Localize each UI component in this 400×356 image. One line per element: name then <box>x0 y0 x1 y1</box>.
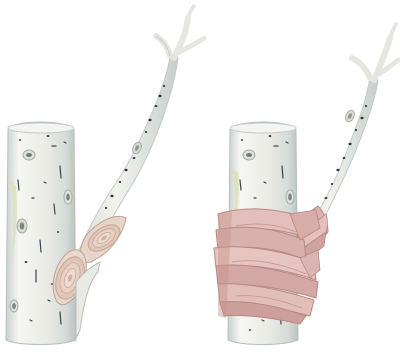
panel-after <box>214 24 398 345</box>
trunk-before <box>6 122 76 345</box>
branch-broken <box>74 6 204 262</box>
bandage-wrap <box>214 206 328 324</box>
panel-before <box>6 6 204 345</box>
